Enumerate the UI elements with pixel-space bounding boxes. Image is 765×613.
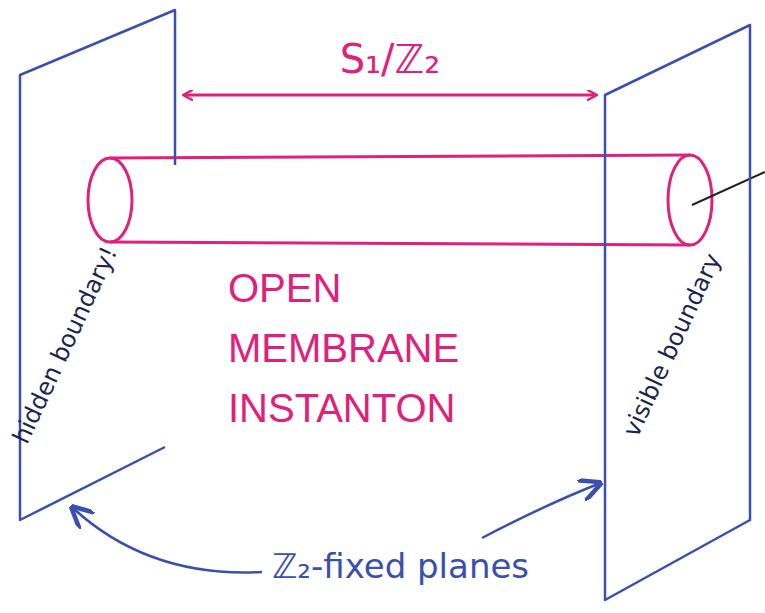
membrane-cylinder [88, 155, 712, 245]
plane-label: ℤ₂-fixed planes [272, 546, 529, 587]
pointer-arrow [74, 509, 262, 572]
plane-edge [605, 25, 750, 600]
boundary-label: visible boundary [617, 249, 726, 441]
pointer-arrow [482, 484, 598, 538]
length-arrow [184, 94, 596, 97]
title-label: OPEN MEMBRANE INSTANTON [228, 258, 498, 438]
length-label: S₁/ℤ₂ [340, 37, 441, 81]
fixed-plane: hidden boundary! [15, 5, 180, 525]
fixed-plane: visible boundary [600, 20, 758, 608]
boundary-label: hidden boundary! [7, 242, 123, 448]
leader-line [692, 172, 765, 205]
